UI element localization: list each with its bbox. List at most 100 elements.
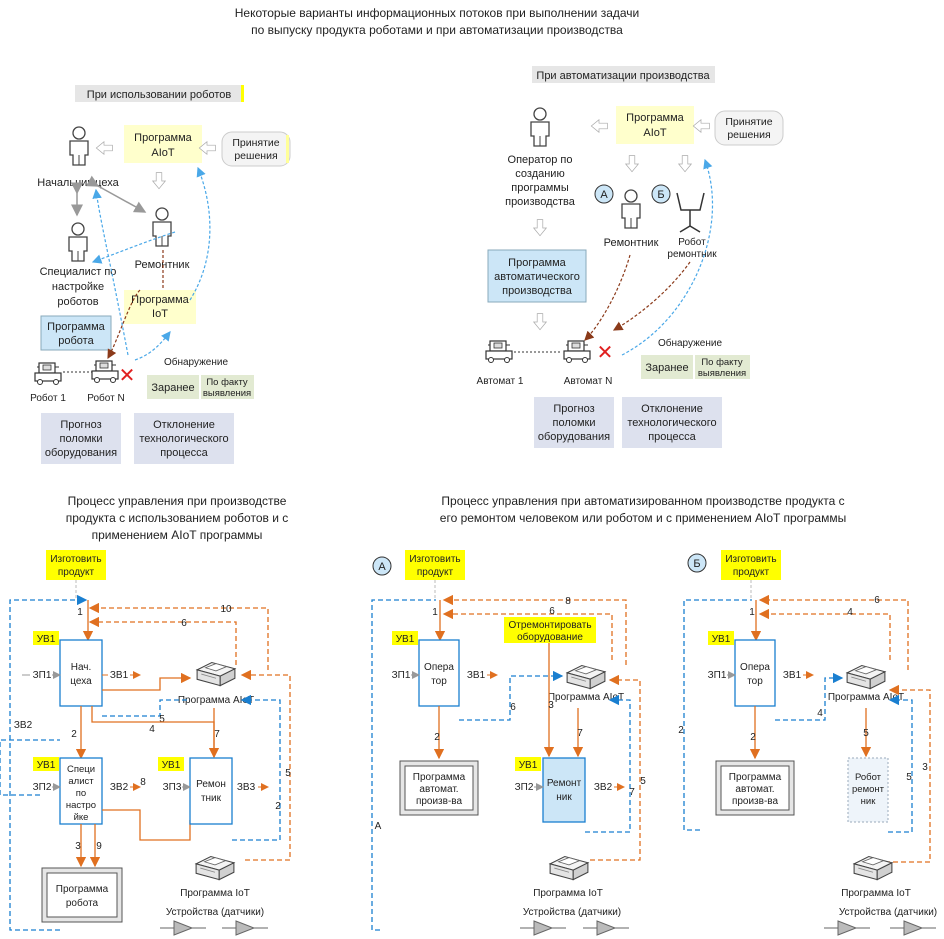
a-num-6: 6 <box>549 606 555 617</box>
aiot-box <box>124 125 202 163</box>
uv1-label: УВ1 <box>37 634 56 645</box>
zp1-a-label: ЗП1 <box>392 670 411 681</box>
zp3-label: ЗП3 <box>163 782 182 793</box>
bottom-right-title-line1: Процесс управления при автоматизированно… <box>441 494 844 508</box>
advance-right-label: Заранее <box>645 362 688 374</box>
zv2-side-label: ЗВ2 <box>14 720 33 731</box>
aiot-a-icon <box>566 664 606 690</box>
uv1-b-badge <box>708 631 734 645</box>
aiot-box-right <box>616 106 694 144</box>
iot-robot-flow <box>107 289 141 360</box>
num-4: 4 <box>149 724 155 735</box>
chief-repair-link <box>85 175 147 213</box>
specialist-node-line4: настро <box>66 800 96 811</box>
make-a-line1: Изготовить <box>409 554 460 565</box>
b-num-4: 4 <box>847 607 853 618</box>
robot-repair-b-node <box>847 757 889 823</box>
zv1-label: ЗВ1 <box>110 670 129 681</box>
specialist-node-line5: йке <box>74 812 89 823</box>
robot-machine-flow <box>612 261 691 331</box>
operator-line3: программы <box>511 182 569 194</box>
b-num-1: 1 <box>749 607 755 618</box>
aiot-device-label: Программа AIoT <box>178 695 254 706</box>
auto-program-line1: Программа <box>508 257 567 269</box>
robot-program-node-line2: робота <box>66 897 99 909</box>
uv1-label-3: УВ1 <box>162 760 181 771</box>
specialist-person-icon <box>68 222 88 262</box>
repairman-right-label: Ремонтник <box>604 237 659 249</box>
hollow-arrow-icon <box>533 313 547 331</box>
sensor-icon <box>824 920 870 936</box>
hollow-arrow-icon <box>152 172 166 190</box>
aiot-right-line2: AIoT <box>643 127 667 139</box>
deviation-line2: технологического <box>139 433 228 445</box>
forecast-line1: Прогноз <box>60 419 101 431</box>
repair-request-line2: оборудование <box>517 631 583 643</box>
deviation-right-line1: Отклонение <box>641 403 703 415</box>
aiot-device-icon <box>196 661 236 687</box>
zp1-label: ЗП1 <box>33 670 52 681</box>
devices-label: Устройства (датчики) <box>166 907 264 918</box>
num-1: 1 <box>77 607 83 618</box>
aiot-a-label: Программа AIoT <box>548 692 624 703</box>
machineN-icon <box>563 340 591 364</box>
a-num-8: 8 <box>565 596 571 607</box>
sensor-icon <box>160 920 206 936</box>
iot-a-icon <box>549 855 589 881</box>
repair-a-line1: Ремонт <box>547 778 582 789</box>
marker-a-label: А <box>600 189 608 201</box>
make-product-label-box <box>46 550 106 580</box>
fact-box <box>201 375 254 399</box>
iot-line1: Программа <box>131 294 190 306</box>
zp1-b-label: ЗП1 <box>708 670 727 681</box>
a-num-1: 1 <box>432 607 438 618</box>
robot-repair-b-line1: Робот <box>855 772 882 783</box>
machine-aiot-flow <box>621 158 714 356</box>
operator-node <box>418 639 460 707</box>
auto-program-b-line3: произв-ва <box>732 796 779 807</box>
fact-right-box <box>695 355 750 379</box>
hollow-arrow-icon <box>95 141 113 155</box>
decision-right-line2: решения <box>727 129 770 141</box>
auto-program-b-line2: автомат. <box>735 784 774 795</box>
decision-right-line1: Принятие <box>725 116 772 128</box>
robot-program-node-line1: Программа <box>56 884 109 895</box>
hollow-arrow-icon <box>533 219 547 237</box>
specialist-node-line1: Специ <box>67 764 95 775</box>
marker-a-bottom-icon <box>372 556 392 576</box>
robots-header: При использовании роботов <box>87 89 232 101</box>
chief-node-line2: цеха <box>70 676 92 687</box>
robot-repairman-icon <box>676 192 705 233</box>
num-2b: 2 <box>275 801 281 812</box>
uv1-badge-3 <box>158 757 184 771</box>
marker-b-icon <box>651 184 671 204</box>
uv1-a2-label: УВ1 <box>519 760 538 771</box>
b-num-3: 3 <box>922 762 928 773</box>
operator-person-icon <box>530 107 550 147</box>
aiot-box-line1: Программа <box>134 132 193 144</box>
main-title-line1: Некоторые варианты информационных потоко… <box>235 6 640 20</box>
hollow-arrow-icon <box>625 155 639 173</box>
detection-label: Обнаружение <box>164 356 229 368</box>
right-top-panel: При автоматизации производства Оператор … <box>477 66 784 448</box>
forecast-right-line1: Прогноз <box>553 403 594 415</box>
bottom-left-title-line2: продукта с использованием роботов и с <box>66 511 289 525</box>
num-8: 8 <box>140 777 146 788</box>
sensor-icon <box>222 920 268 936</box>
forecast-right-line2: поломки <box>552 417 595 429</box>
flow-10 <box>88 602 269 670</box>
failure-cross-right-icon: ✕ <box>597 342 614 364</box>
fact-line2: выявления <box>203 388 251 399</box>
devices-b-label: Устройства (датчики) <box>839 907 937 918</box>
make-b-line1: Изготовить <box>725 554 776 565</box>
fact-right-line2: выявления <box>698 368 746 379</box>
a-num-2: 2 <box>434 732 440 743</box>
forecast-line2: поломки <box>59 433 102 445</box>
num-6: 6 <box>181 618 187 629</box>
repair-specialist-flow <box>91 231 176 264</box>
specialist-node <box>59 757 103 825</box>
iot-aiot-flow <box>189 166 211 301</box>
operator-b-line1: Опера <box>740 662 770 673</box>
machineN-label: Автомат N <box>564 376 613 387</box>
